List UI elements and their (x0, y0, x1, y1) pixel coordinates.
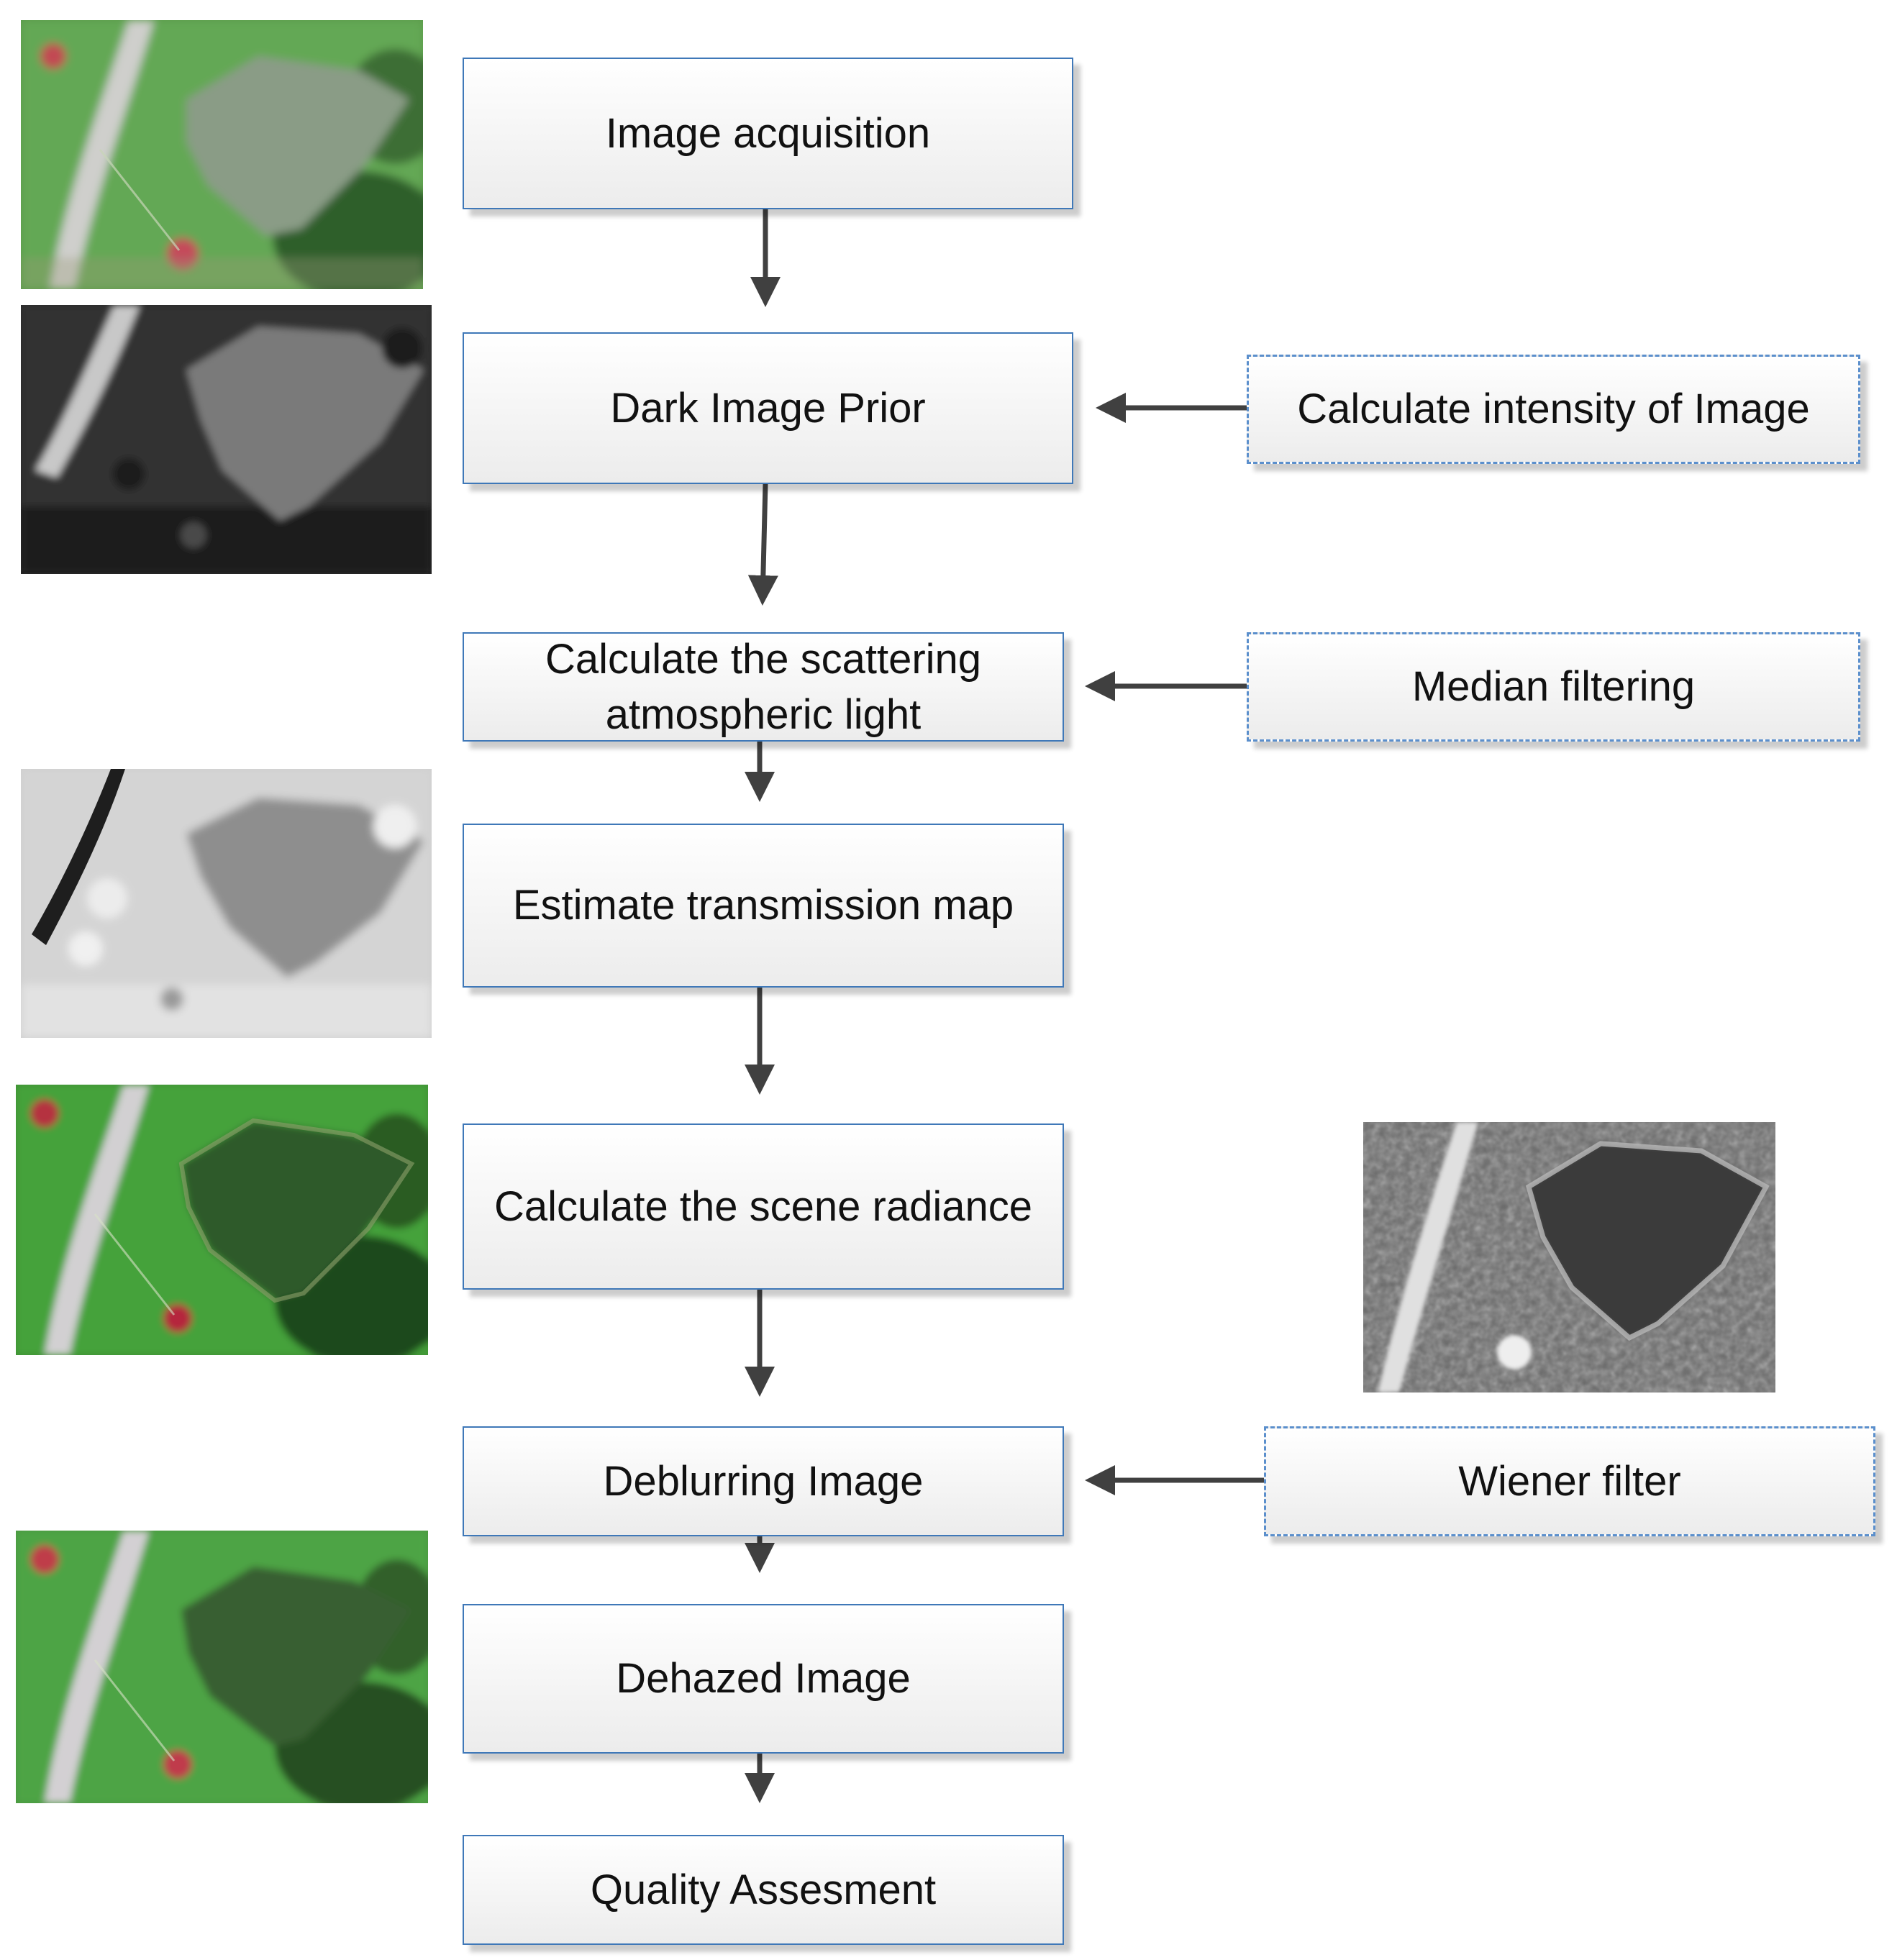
dehazed-image (16, 1531, 428, 1803)
input-wiener-filter: Wiener filter (1264, 1426, 1875, 1536)
input-wiener-filter-label: Wiener filter (1458, 1457, 1681, 1505)
step-dark-image-prior-label: Dark Image Prior (610, 384, 926, 432)
step-transmission-map: Estimate transmission map (463, 824, 1064, 988)
transmission-map-image (21, 769, 432, 1038)
step-scattering-light: Calculate the scattering atmospheric lig… (463, 632, 1064, 742)
step-dark-image-prior: Dark Image Prior (463, 332, 1073, 484)
step-deblurring-image-label: Deblurring Image (603, 1457, 924, 1505)
step-dehazed-image: Dehazed Image (463, 1604, 1064, 1754)
step-deblurring-image: Deblurring Image (463, 1426, 1064, 1536)
wiener-result-image (1363, 1122, 1775, 1392)
step-scene-radiance-label: Calculate the scene radiance (493, 1182, 1033, 1230)
step-quality-assessment-label: Quality Assesment (590, 1866, 937, 1913)
step-dehazed-image-label: Dehazed Image (616, 1655, 911, 1703)
step-image-acquisition: Image acquisition (463, 58, 1073, 209)
input-photo-image (21, 20, 423, 289)
step-scene-radiance: Calculate the scene radiance (463, 1123, 1064, 1290)
input-calculate-intensity-label: Calculate intensity of Image (1297, 386, 1810, 433)
arrow-dark-prior-to-scattering (747, 483, 778, 606)
input-median-filtering: Median filtering (1247, 632, 1860, 742)
dark-channel-image (21, 305, 432, 574)
step-quality-assessment: Quality Assesment (463, 1835, 1064, 1945)
step-image-acquisition-label: Image acquisition (605, 109, 931, 157)
step-scattering-light-label: Calculate the scattering atmospheric lig… (545, 635, 982, 738)
scene-radiance-image (16, 1085, 428, 1355)
input-median-filtering-label: Median filtering (1411, 663, 1696, 711)
step-transmission-map-label: Estimate transmission map (512, 882, 1014, 929)
input-calculate-intensity: Calculate intensity of Image (1247, 355, 1860, 464)
